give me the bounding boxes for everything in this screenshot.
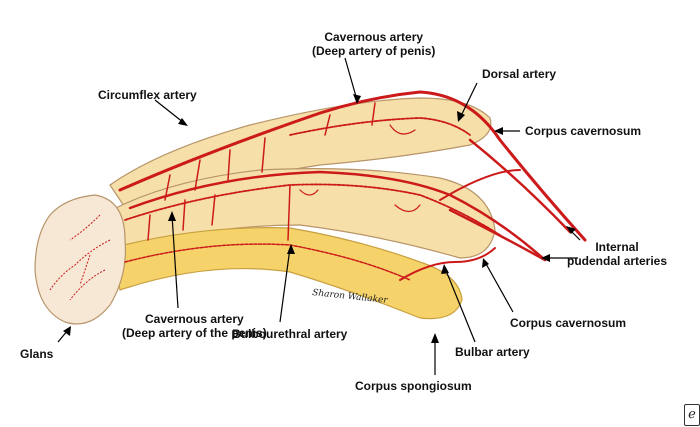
label-corpus-cavernosum-bottom: Corpus cavernosum (510, 316, 627, 330)
label-cavernous-artery-top: Cavernous artery (Deep artery of penis) (312, 30, 435, 58)
label-internal-pudendal-arteries: Internal pudendal arteries (567, 240, 667, 268)
corpus-spongiosum (111, 227, 463, 320)
label-line: Internal (595, 240, 639, 254)
label-line: pudendal arteries (567, 254, 668, 268)
document-icon[interactable]: ℯ (684, 404, 700, 426)
label-circumflex-artery: Circumflex artery (98, 88, 197, 102)
label-cavernous-artery-bottom: Cavernous artery (Deep artery of the pen… (122, 312, 267, 340)
label-glans: Glans (20, 347, 54, 361)
label-corpus-cavernosum-top: Corpus cavernosum (525, 124, 642, 138)
label-dorsal-artery: Dorsal artery (482, 67, 557, 81)
arrow-heads (63, 94, 576, 343)
label-line: Cavernous artery (144, 312, 244, 326)
glans-vessels (49, 214, 111, 301)
label-line: (Deep artery of penis) (312, 44, 436, 58)
label-corpus-spongiosum: Corpus spongiosum (355, 379, 472, 393)
label-line: (Deep artery of the penis) (122, 326, 267, 340)
label-bulbourethral-artery: Bulbourethral artery (232, 327, 348, 341)
label-line: Cavernous artery (324, 30, 424, 44)
label-bulbar-artery: Bulbar artery (455, 345, 530, 359)
